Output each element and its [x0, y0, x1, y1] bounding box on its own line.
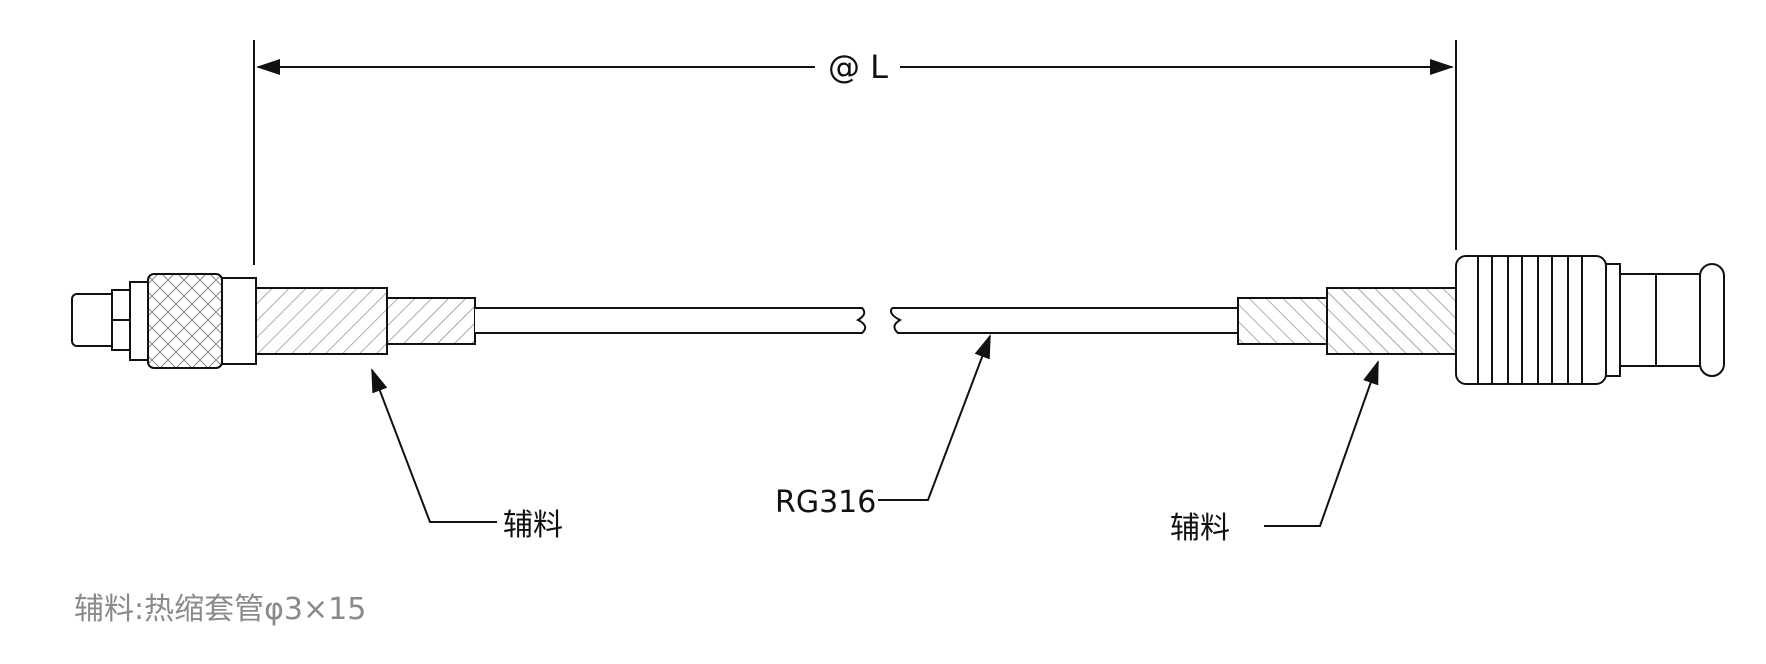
- cable-segment-left: [475, 307, 867, 334]
- dimension-line: [253, 40, 1457, 265]
- right-connector: [1455, 255, 1725, 385]
- cable-segment-right: [890, 307, 1239, 334]
- left-heat-shrink: [255, 287, 476, 355]
- dimension-label: @ L: [828, 48, 888, 86]
- left-connector: [71, 273, 257, 369]
- right-heat-shrink: [1237, 287, 1457, 355]
- leader-lines: [371, 334, 1379, 527]
- cable-label: RG316: [775, 485, 876, 520]
- right-accessory-label: 辅料: [1170, 511, 1230, 546]
- accessory-note: 辅料:热缩套管φ3×15: [74, 592, 367, 627]
- left-accessory-label: 辅料: [503, 508, 563, 543]
